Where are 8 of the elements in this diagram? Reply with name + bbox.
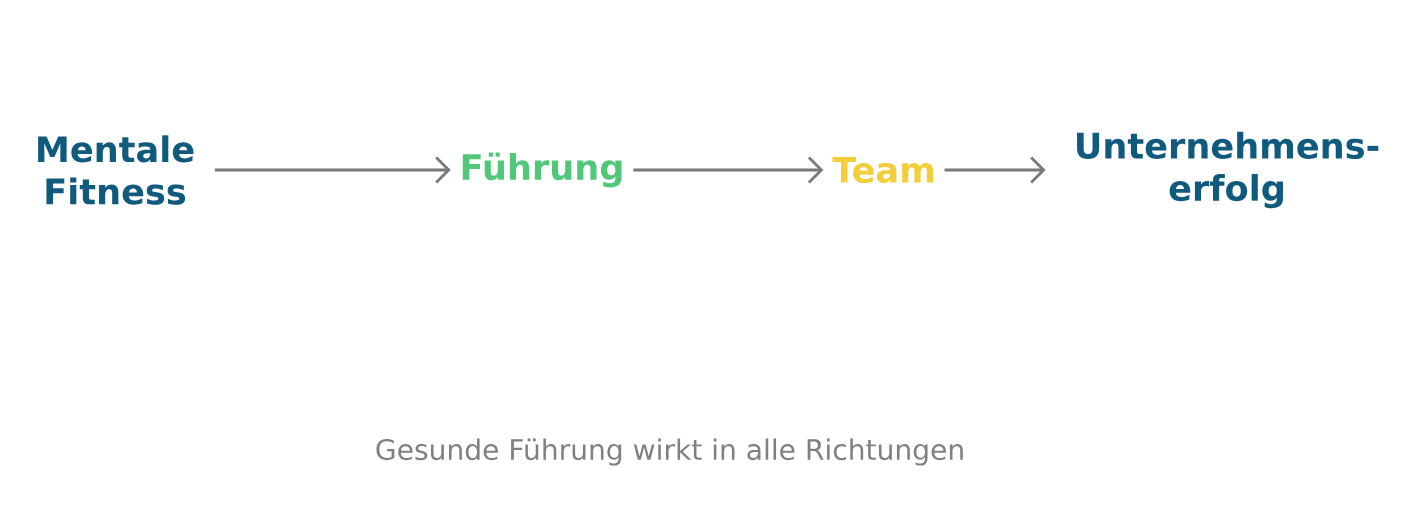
label-text: Team [832, 156, 933, 184]
label-text: Mentale Fitness [38, 135, 194, 205]
label-text: Unternehmens-erfolg [1077, 131, 1379, 209]
arrow [214, 156, 451, 184]
label-text: Führung [462, 152, 622, 188]
caption: Gesunde Führung wirkt in alle Richtungen [376, 438, 963, 466]
arrow [944, 156, 1046, 184]
arrow [633, 156, 824, 184]
